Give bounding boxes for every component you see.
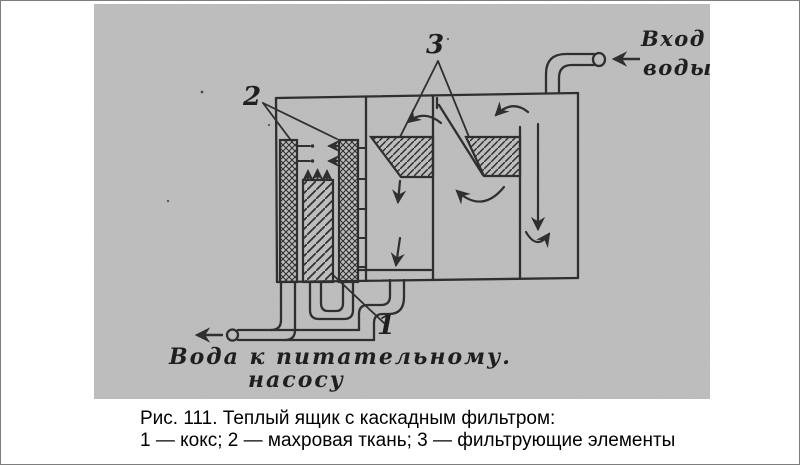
- filter-elements: [368, 135, 522, 179]
- part-label-filter-elements: 3: [426, 30, 445, 60]
- inlet-pipe: [544, 51, 607, 95]
- figure-caption-title: Рис. 111. Теплый ящик с каскадным фильтр…: [140, 408, 556, 429]
- flow-arrows: [390, 101, 551, 268]
- inlet-annotation-line2: воды: [643, 55, 713, 80]
- bottom-pipes: [225, 278, 406, 342]
- part-label-coke: 1: [377, 311, 396, 341]
- outlet-annotation-line1: Вода к питательному.: [169, 344, 512, 370]
- label-leader-lines: [262, 60, 470, 324]
- figure-caption-legend: 1 — кокс; 2 — махровая ткань; 3 — фильтр…: [140, 430, 676, 451]
- column-flow-marks: [296, 139, 367, 268]
- outlet-annotation-line2: насосу: [248, 367, 345, 393]
- inlet-annotation-line1: Вход: [641, 26, 706, 51]
- part-label-terry-cloth: 2: [243, 82, 262, 112]
- scanned-photo: [94, 4, 710, 399]
- figure-caption: Рис. 111. Теплый ящик с каскадным фильтр…: [140, 408, 675, 452]
